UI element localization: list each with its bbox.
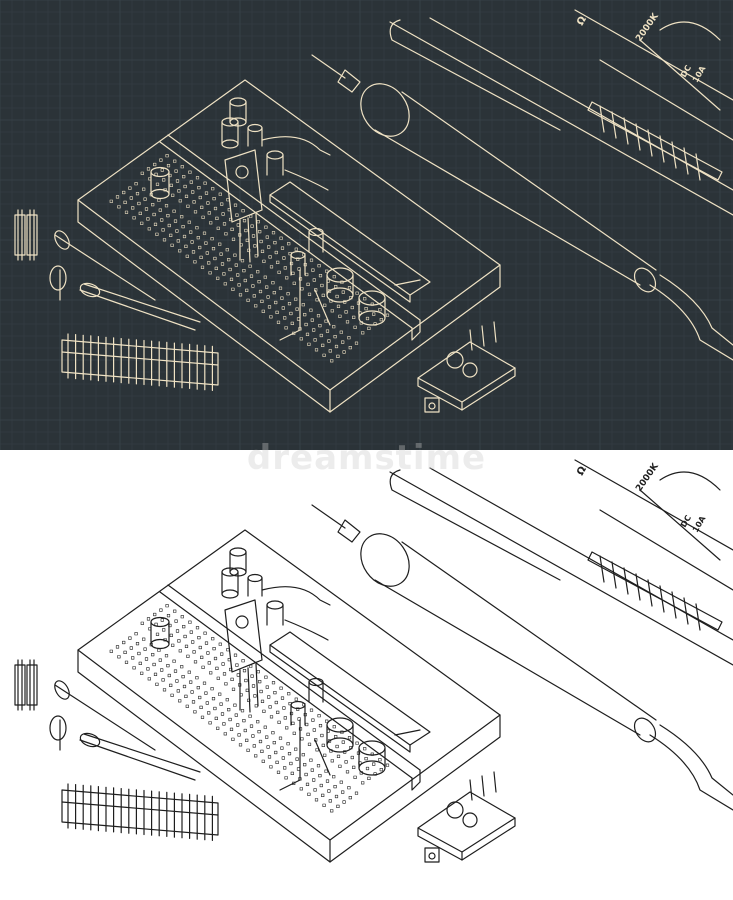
blueprint-background — [0, 0, 733, 450]
line-drawing-panel: Ω 2000K DC 10A — [0, 450, 733, 900]
light-background — [0, 450, 733, 900]
line-drawing: Ω 2000K DC 10A — [0, 450, 733, 900]
blueprint-panel: Ω 2000K DC 10A — [0, 0, 733, 450]
blueprint-drawing: Ω 2000K DC 10A — [0, 0, 733, 450]
